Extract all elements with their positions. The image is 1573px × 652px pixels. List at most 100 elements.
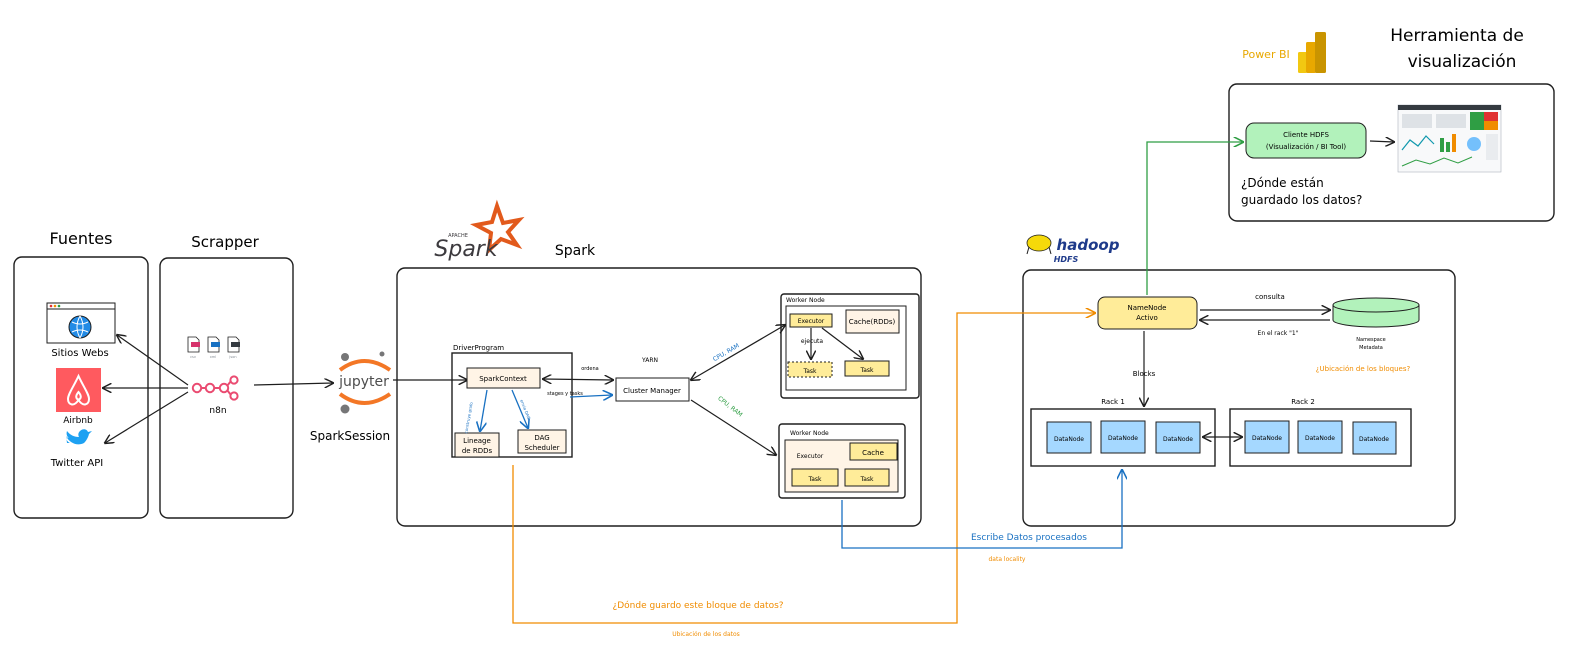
arrow-context-cluster [543,379,613,380]
datanode-r2-2-label: DataNode [1305,435,1335,442]
datanode-r1-1-label: DataNode [1054,436,1084,443]
namespace-line2: Metadata [1359,345,1383,351]
label-donde-guardo: ¿Dónde guardo este bloque de datos? [612,600,783,611]
website-icon [46,302,116,344]
worker2-task2-box [844,468,890,487]
label-data-locality: data locality [989,556,1026,563]
arrow-cluster-worker1 [691,325,785,380]
worker1-cache-box [845,309,900,334]
arrow-n8n-jupyter [253,383,333,385]
sparksession-label: SparkSession [310,429,390,443]
lineage-box [454,432,500,458]
worker1-task1-box [787,361,833,378]
cliente-line2: (Visualización / BI Tool) [1266,143,1347,151]
datanode-r1-2-label: DataNode [1108,435,1138,442]
label-stages-tasks: stages y tasks [547,391,583,397]
hadoop-logo: hadoop HDFS [1026,234,1120,264]
worker1-cache-label: Cache(RDDs) [849,318,896,326]
yarn-title: YARN [641,357,658,364]
scrapper-title: Scrapper [191,233,259,251]
dag-line2: Scheduler [524,444,559,452]
datanode-r1-2 [1100,420,1146,454]
arrow-n8n-twitter [105,391,189,443]
datanode-r1-3-label: DataNode [1163,436,1193,443]
hdfs-text: HDFS [1054,255,1079,264]
file-type-csv: csv [190,355,196,359]
datanode-r2-1-label: DataNode [1252,435,1282,442]
bi-question-1: ¿Dónde están [1241,176,1324,190]
driver-title: DriverProgram [453,344,504,352]
file-type-xml: xml [210,355,216,359]
arrow-driver-namenode [512,313,1095,624]
fuentes-section: Fuentes Sitios Webs Airbnb Twitter API [13,229,149,519]
driver-box [451,352,573,458]
arrow-executor-task2 [821,327,863,359]
label-envia-dag: envía DAG [519,399,531,420]
powerbi-icon [1298,32,1326,73]
worker2-task1-box [791,468,839,487]
label-ubicacion-bloques: ¿Ubicación de los bloques? [1316,365,1411,373]
spark-logo: Spark APACHE [434,199,525,262]
arrow-context-lineage [480,389,488,431]
arrow-context-dag [511,389,528,428]
worker1-title: Worker Node [786,297,825,304]
worker1-task2-label: Task [860,367,874,374]
spark-container [396,267,922,527]
cliente-hdfs-box [1245,122,1367,159]
database-icon [1332,297,1420,328]
airbnb-icon [56,368,101,412]
worker2-cache-label: Cache [862,449,884,457]
worker1-task2-box [844,360,890,377]
scrapper-section: Scrapper csv xml json n8n [159,233,294,519]
rack1-title: Rack 1 [1101,398,1125,406]
label-ejecuta: ejecuta [801,338,824,345]
spark-logo-apache: APACHE [448,233,468,239]
hadoop-text: hadoop [1057,236,1120,254]
namespace-line1: Namespace [1356,337,1385,343]
file-type-json: json [228,355,236,359]
sparkcontext-box [466,367,541,389]
lineage-line1: Lineage [463,437,491,445]
namenode-box [1097,296,1198,330]
worker1-executor-box [789,313,833,328]
airbnb-label: Airbnb [63,416,93,426]
fuentes-title: Fuentes [50,229,113,248]
label-ubicacion-datos: Ubicación de los datos [672,631,740,638]
worker1-container [780,293,920,399]
worker2-task2-label: Task [860,476,874,483]
arrow-worker-datanode [841,470,1122,549]
file-types-icon: csv xml json [187,336,240,359]
dashboard-thumbnail [1397,104,1502,173]
worker2-cache-box [849,442,898,461]
label-en-el-rack: En el rack "1" [1258,330,1299,337]
label-blocks: Blocks [1133,370,1156,378]
visualizacion-title-2: visualización [1408,52,1517,72]
datanode-r2-2 [1297,420,1343,454]
worker1-executor-label: Executor [798,318,825,325]
cliente-line1: Cliente HDFS [1283,131,1329,139]
worker2-task1-label: Task [808,476,822,483]
worker2-container [778,423,906,499]
arrow-namenode-cliente [1146,142,1243,295]
cluster-manager-label: Cluster Manager [623,387,681,395]
label-escribe: Escribe Datos procesados [971,533,1087,543]
sitios-webs-label: Sitios Webs [51,348,108,359]
lineage-line2: de RDDs [462,447,493,455]
arrow-dag-cluster [569,395,612,397]
n8n-label: n8n [209,406,226,416]
datanode-r2-3 [1352,421,1397,455]
jupyter-logo: jupyter [338,351,392,414]
sparkcontext-label: SparkContext [479,375,527,383]
label-consulta: consulta [1255,293,1285,301]
namenode-line1: NameNode [1128,304,1167,312]
twitter-label: Twitter API [50,458,104,469]
worker2-title: Worker Node [790,430,829,437]
n8n-icon [191,375,239,401]
rack2-title: Rack 2 [1291,398,1315,406]
twitter-icon [66,429,92,445]
label-cpu-ram-2: CPU, RAM [716,395,743,419]
label-construye: construye grafo [463,401,474,434]
worker1-task1-label: Task [803,368,817,375]
worker1-inner [785,305,907,391]
